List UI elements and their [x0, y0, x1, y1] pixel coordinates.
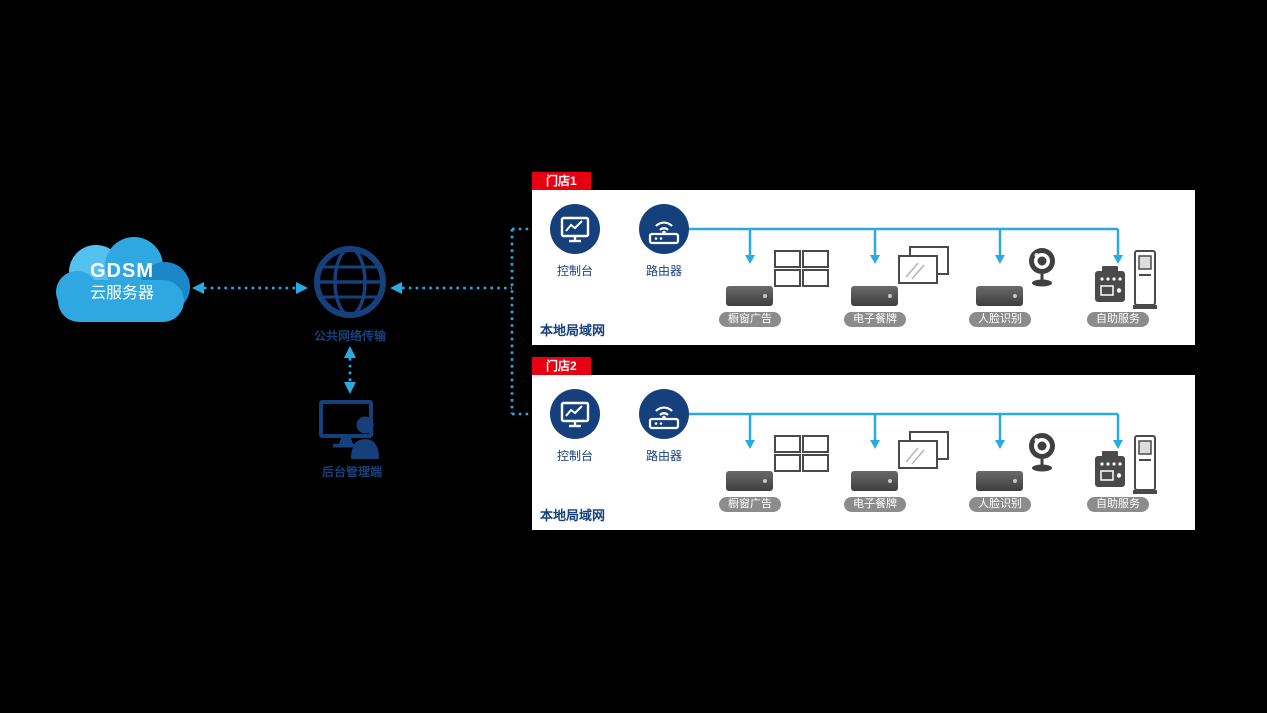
router-icon: [639, 204, 689, 254]
lan-bus-lines: [689, 412, 1123, 449]
device-label: 橱窗广告: [719, 497, 781, 512]
store-1-tag: 门店1: [532, 172, 591, 190]
device-label: 人脸识别: [969, 497, 1031, 512]
device-label: 人脸识别: [969, 312, 1031, 327]
cloud-subtitle: 云服务器: [89, 285, 154, 302]
admin-monitor-icon: [319, 400, 379, 459]
device-label: 橱窗广告: [719, 312, 781, 327]
public-network-node: [312, 244, 388, 320]
media-player-box: [726, 286, 773, 306]
kiosk-icon: [1132, 250, 1158, 310]
video-wall-icon: [774, 435, 830, 473]
console-icon: [550, 389, 600, 439]
cloud-title: GDSM: [90, 260, 154, 282]
dual-display-icon: [898, 431, 950, 471]
media-player-box: [726, 471, 773, 491]
cloud-server-title: GDSM 云服务器: [52, 259, 192, 304]
webcam-icon: [1024, 431, 1060, 473]
lan-label: 本地局域网: [540, 508, 606, 523]
kiosk-icon: [1132, 435, 1158, 495]
store-2-tag: 门店2: [532, 357, 591, 375]
console-icon: [550, 204, 600, 254]
device-label: 电子餐牌: [844, 312, 906, 327]
globe-icon: [314, 246, 386, 318]
cloud-icon: [56, 237, 190, 322]
public-network-label: 公共网络传输: [313, 329, 386, 343]
router-label: 路由器: [645, 264, 682, 278]
webcam-icon: [1024, 246, 1060, 288]
card-dispenser-icon: [1094, 266, 1126, 304]
device-label: 自助服务: [1087, 312, 1149, 327]
store-1-panel: 门店1 控制台: [532, 172, 1195, 345]
media-player-box: [976, 471, 1023, 491]
device-label: 自助服务: [1087, 497, 1149, 512]
media-player-box: [851, 471, 898, 491]
lan-label: 本地局域网: [540, 323, 606, 338]
media-player-box: [851, 286, 898, 306]
dual-display-icon: [898, 246, 950, 286]
card-dispenser-icon: [1094, 451, 1126, 489]
store-2-panel: 门店2 控制台: [532, 357, 1195, 530]
router-label: 路由器: [645, 449, 682, 463]
media-player-box: [976, 286, 1023, 306]
console-label: 控制台: [556, 264, 593, 278]
console-label: 控制台: [556, 449, 593, 463]
cloud-server: GDSM 云服务器: [52, 232, 192, 327]
video-wall-icon: [774, 250, 830, 288]
admin-label: 后台管理端: [321, 465, 382, 479]
admin-node: [317, 399, 387, 459]
lan-bus-lines: [689, 227, 1123, 264]
device-label: 电子餐牌: [844, 497, 906, 512]
router-icon: [639, 389, 689, 439]
